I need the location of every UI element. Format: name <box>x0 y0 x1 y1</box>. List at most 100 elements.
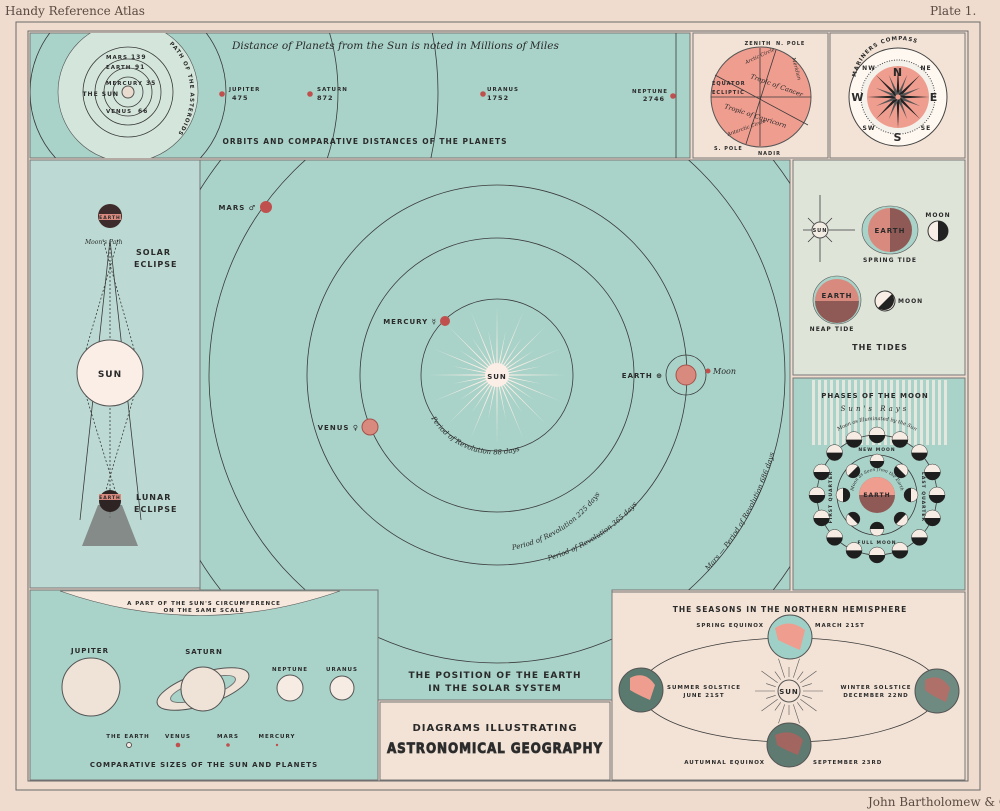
compass-point <box>875 87 897 98</box>
mercury-size-label: MERCURY <box>259 734 296 740</box>
sun-ray <box>496 307 498 366</box>
moon-phase-shadow <box>813 517 830 526</box>
moon-phase-shadow <box>911 537 928 546</box>
orbit-mars-label: MARS <box>106 55 128 61</box>
compass-point <box>899 96 921 107</box>
sun-ray-stripe <box>860 380 863 445</box>
sun-ray <box>506 366 542 374</box>
moon-phase-shadow <box>904 488 911 502</box>
sun-ray <box>800 670 817 684</box>
sun-ray-stripe <box>818 380 821 445</box>
sun-ray <box>766 683 776 687</box>
neptune-dot <box>670 93 676 99</box>
compass-point <box>897 98 908 120</box>
uranus-label: URANUS <box>487 87 519 93</box>
summer-label: SUMMER SOLSTICE <box>667 685 741 691</box>
sun-ray <box>452 376 488 384</box>
sun-part-label-1: A PART OF THE SUN'S CIRCUMFERENCE <box>127 601 281 607</box>
comparative-sizes-panel: A PART OF THE SUN'S CIRCUMFERENCE ON THE… <box>29 589 379 781</box>
compass-se: SE <box>921 125 931 132</box>
nadir-label: NADIR <box>758 151 781 157</box>
uranus-size-label: URANUS <box>326 667 358 673</box>
sun-ray-stripe <box>842 380 845 445</box>
moon-phase-shadow <box>826 537 843 546</box>
orbit-sun-label: THE SUN <box>82 91 119 98</box>
eclipse-sun-label: SUN <box>98 370 122 380</box>
compass-w: W <box>851 91 864 104</box>
sun-ray <box>766 695 776 699</box>
sun-ray-stripe <box>836 380 839 445</box>
uranus-size-planet <box>329 675 355 701</box>
orbits-panel: THE SUN MARS 139 EARTH 91 MERCURY 35 VEN… <box>29 32 691 159</box>
spring-moon-label: MOON <box>925 212 950 219</box>
compass-rose-icon <box>867 66 929 128</box>
moon-phase-shadow <box>843 488 850 502</box>
venus-planet <box>361 418 379 436</box>
sun-ray-stripe <box>902 380 905 445</box>
compass-nw: NW <box>862 65 876 72</box>
sun-ray <box>448 381 491 424</box>
sun-ray-stripe <box>944 380 947 445</box>
sun-ray-stripe <box>854 380 857 445</box>
globe-summer <box>618 667 664 713</box>
compass-point <box>898 97 920 119</box>
neptune-label: NEPTUNE <box>632 89 668 95</box>
sun-ray-stripe <box>812 380 815 445</box>
moon-phase-shadow <box>870 522 884 529</box>
sun-ray-stripe <box>890 380 893 445</box>
sun-ray-stripe <box>884 380 887 445</box>
sun-ray <box>488 384 496 420</box>
moon-phase-shadow <box>869 555 885 563</box>
sun-ray <box>506 376 542 384</box>
title-box: DIAGRAMS ILLUSTRATING ASTRONOMICAL GEOGR… <box>379 701 611 781</box>
solar-moons-path: Moon's Path <box>84 239 123 246</box>
sun-ray <box>471 337 492 368</box>
seasons-title: THE SEASONS IN THE NORTHERN HEMISPHERE <box>673 605 907 614</box>
sun-ray-stripe <box>938 380 941 445</box>
sun-label: SUN <box>487 373 507 381</box>
compass-point <box>898 75 920 97</box>
sun-ray <box>505 348 560 372</box>
compass-point <box>896 99 900 128</box>
moon-label: Moon <box>712 367 736 376</box>
compass-point <box>899 87 921 98</box>
celestial-sphere-panel: ZENITH N. POLE EQUATOR ECLIPTIC Tropic o… <box>692 32 829 159</box>
seasons-sun-rays-icon <box>755 658 823 724</box>
sun-ray <box>802 695 812 699</box>
sun-ray <box>470 383 494 438</box>
neptune-size-planet <box>276 674 304 702</box>
tides-panel: SUN EARTH SPRING TIDE MOON EARTH NEAP TI… <box>792 159 966 376</box>
compass-e: E <box>930 91 939 104</box>
moon-phase-shadow <box>870 461 884 468</box>
sizes-title: COMPARATIVE SIZES OF THE SUN AND PLANETS <box>90 761 318 769</box>
orbit-earth-dist: 91 <box>135 64 145 71</box>
sun-ray-stripe <box>866 380 869 445</box>
full-moon-label: FULL MOON <box>858 540 897 546</box>
zenith-label: ZENITH <box>745 41 772 47</box>
uranus-dot <box>480 91 486 97</box>
autumn-label: AUTUMNAL EQUINOX <box>684 760 765 766</box>
neap-earth-label: EARTH <box>822 292 853 300</box>
ecliptic-label: ECLIPTIC <box>712 90 745 96</box>
sun-ray <box>500 383 524 438</box>
moon-phase-shadow <box>869 435 885 443</box>
seasons-panel: THE SEASONS IN THE NORTHERN HEMISPHERE S… <box>611 591 966 781</box>
compass-panel: MARINERS COMPASS N S E W NE NW SE SW <box>829 32 966 159</box>
sun-ray <box>452 366 488 374</box>
sun-ray <box>434 378 489 402</box>
mars-planet <box>260 201 272 213</box>
seasons-sun-label: SUN <box>779 688 799 696</box>
plate-number: Plate 1. <box>930 4 976 18</box>
sun-ray-stripe <box>926 380 929 445</box>
eclipse-panel: EARTH Moon's Path SOLAR ECLIPSE SUN EART… <box>29 159 201 589</box>
moon-phase-shadow <box>924 517 941 526</box>
title-line-1: DIAGRAMS ILLUSTRATING <box>412 723 577 734</box>
sun-ray <box>434 348 489 372</box>
sun-ray-stripe <box>830 380 833 445</box>
jupiter-size-label: JUPITER <box>70 647 109 655</box>
mercury-planet <box>440 316 450 326</box>
sun-ray-stripe <box>872 380 875 445</box>
compass-point <box>900 95 929 99</box>
sun-ray <box>459 380 490 401</box>
sun-ray <box>504 349 535 370</box>
